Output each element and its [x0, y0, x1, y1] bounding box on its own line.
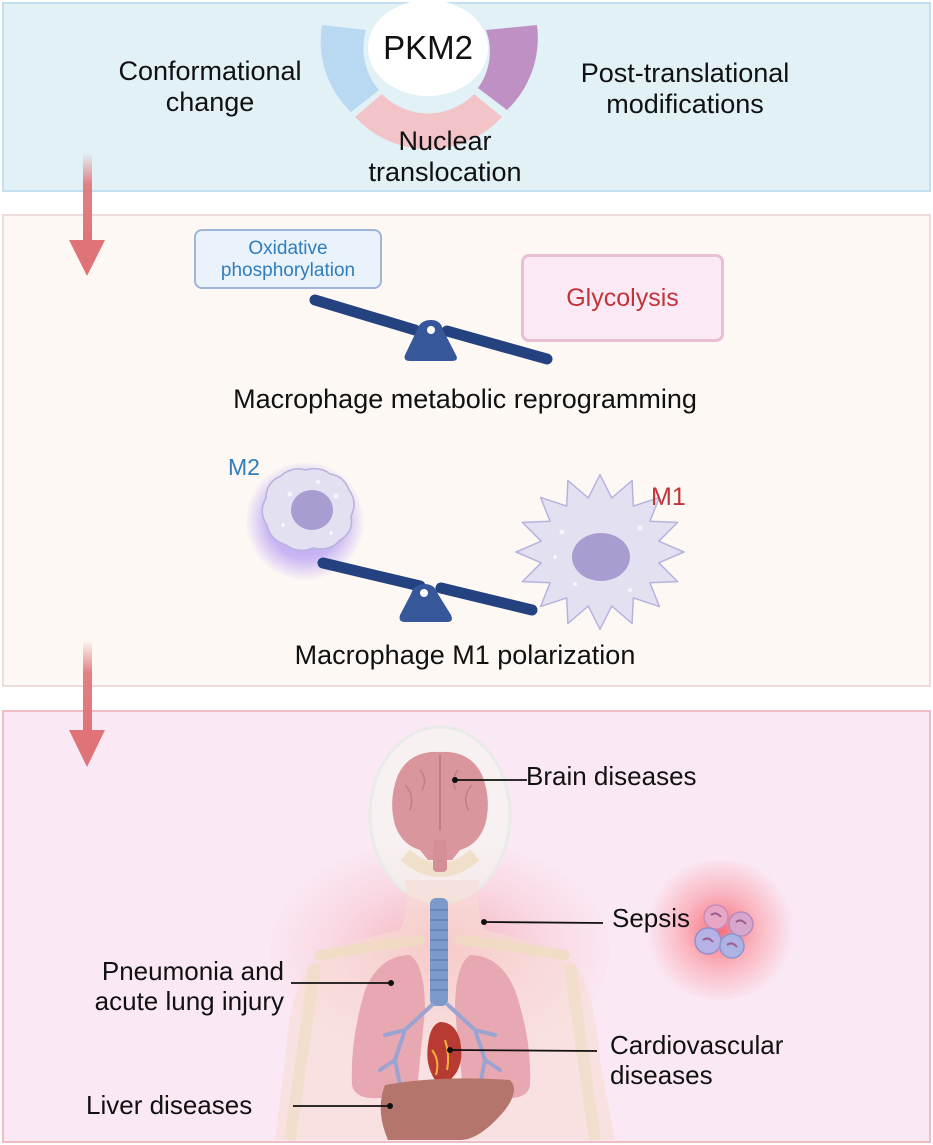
- fulcrum-pin: [427, 326, 435, 334]
- trachea-icon: [430, 898, 448, 1006]
- bronchi: [378, 1003, 502, 1087]
- cardio-leader: [447, 1047, 598, 1053]
- pkm2-label: PKM2: [383, 29, 473, 66]
- liver-icon: [380, 1078, 514, 1140]
- pkm2-center: [368, 0, 488, 96]
- seesaw2-beam-left: [317, 557, 426, 592]
- glycolysis-box: Glycolysis: [521, 254, 724, 342]
- arrow-down-icon: [69, 153, 105, 276]
- oxphos-box: Oxidative phosphorylation: [194, 229, 382, 289]
- brain-diseases-label: Brain diseases: [526, 761, 697, 791]
- nuclear-translocation-label: Nuclear translocation: [335, 126, 555, 188]
- metabolic-seesaw: [309, 294, 553, 365]
- right-lung-icon: [455, 955, 531, 1099]
- pneumonia-line2: acute lung injury: [94, 986, 284, 1016]
- cardiovascular-label: Cardiovascular diseases: [610, 1030, 783, 1090]
- nuclear-line2: translocation: [368, 157, 522, 187]
- m2-macrophage-icon: [261, 467, 355, 552]
- post-translational-line2: modifications: [606, 89, 764, 119]
- pneumonia-line1: Pneumonia and: [101, 956, 284, 986]
- m1-label: M1: [651, 483, 686, 511]
- clavicles: [315, 935, 570, 960]
- sepsis-glow: [640, 860, 800, 1000]
- polarization-seesaw: [317, 557, 538, 622]
- nuclear-segment: [355, 94, 502, 150]
- glycolysis-label: Glycolysis: [566, 284, 679, 312]
- cardio-line1: Cardiovascular: [610, 1030, 784, 1060]
- pneumonia-label: Pneumonia and acute lung injury: [54, 956, 284, 1016]
- liver-diseases-label: Liver diseases: [86, 1090, 253, 1120]
- m1-polarization-title: Macrophage M1 polarization: [294, 640, 636, 670]
- m1-macrophage-icon: [515, 473, 685, 631]
- cardio-line2: diseases: [610, 1060, 713, 1090]
- seesaw2-beam-right: [435, 582, 538, 616]
- conformational-line1: Conformational: [118, 56, 302, 86]
- metabolic-reprogramming-title: Macrophage metabolic reprogramming: [233, 384, 697, 414]
- trachea-rings: [430, 909, 448, 991]
- left-lung-icon: [351, 955, 425, 1099]
- post-translational-label: Post-translational modifications: [555, 58, 815, 120]
- liver-leader: [293, 1103, 393, 1109]
- seesaw-beam-left: [309, 294, 421, 336]
- post-translational-line1: Post-translational: [580, 58, 790, 88]
- sepsis-label: Sepsis: [612, 903, 691, 933]
- m2-label: M2: [228, 454, 260, 480]
- seesaw2-fulcrum: [399, 584, 452, 622]
- conformational-segment: [320, 25, 379, 112]
- post-translational-segment: [478, 25, 538, 110]
- conformational-line2: change: [165, 87, 255, 117]
- oxphos-line2: phosphorylation: [220, 260, 356, 281]
- seesaw-beam-right: [441, 325, 553, 365]
- heart-vessels: [431, 1039, 450, 1076]
- macrophage-panel: [2, 214, 931, 687]
- arrow-down-icon: [69, 640, 105, 767]
- pkm2-ring: [320, 0, 538, 150]
- fulcrum2-pin: [420, 589, 428, 597]
- nuclear-line1: Nuclear: [398, 126, 492, 156]
- arm-bones: [284, 964, 601, 1141]
- brain-leader: [452, 777, 527, 783]
- sepsis-leader: [481, 919, 604, 925]
- pneumonia-leader: [291, 980, 394, 986]
- oxphos-line1: Oxidative: [248, 238, 328, 259]
- brain-folds: [404, 769, 473, 811]
- seesaw-fulcrum: [404, 320, 457, 361]
- conformational-change-label: Conformational change: [95, 56, 325, 118]
- brainstem: [433, 840, 447, 872]
